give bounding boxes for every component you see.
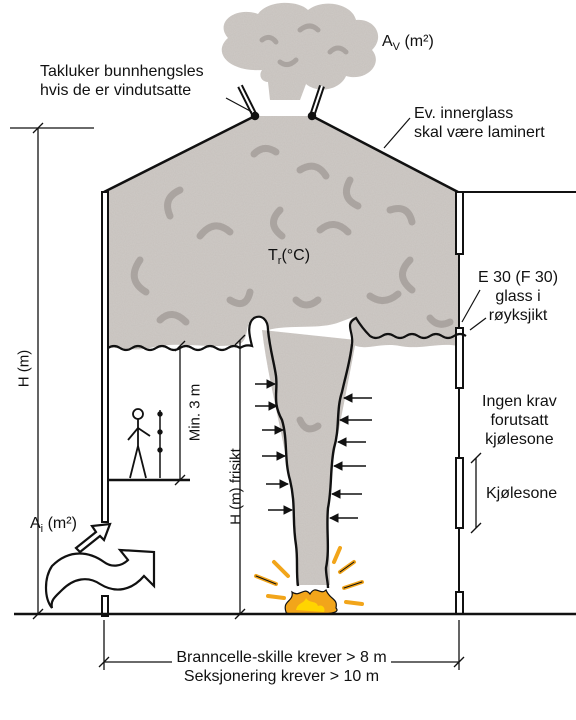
kjolesone-label: Kjølesone [486, 485, 558, 502]
av-symbol: A [382, 33, 393, 50]
h-frisikt-label: H (m) frisikt [227, 448, 245, 525]
takluker-line-1: Takluker bunnhengsles [40, 63, 204, 80]
tr-label: Tr(°C) [268, 246, 310, 271]
inflow-arrow [44, 548, 156, 609]
tr-subscript: r [277, 255, 282, 268]
ai-label: Ai (m²) [30, 514, 77, 539]
right-wall [455, 191, 576, 615]
tr-symbol: T [268, 247, 278, 264]
ingen-line-2: forutsatt [490, 412, 549, 429]
roof [103, 84, 459, 194]
dim-H-frisikt [234, 334, 246, 620]
dim-kjolesone [470, 452, 482, 534]
dim-H [10, 122, 94, 620]
seksjonering-text: Seksjonering krever > 10 m [183, 668, 380, 685]
innerglass-note: Ev. innerglass skal være laminert [414, 104, 545, 142]
e30-note: E 30 (F 30) glass i røyksjikt [478, 268, 558, 325]
person-figure [127, 408, 163, 479]
ai-unit: (m²) [47, 515, 77, 532]
takluker-note: Takluker bunnhengsles hvis de er vinduts… [40, 62, 204, 100]
av-subscript: V [392, 41, 401, 54]
ingen-line-1: Ingen krav [482, 393, 557, 410]
takluker-line-2: hvis de er vindutsatte [40, 82, 192, 99]
width-requirements: Branncelle-skille krever > 8 m Seksjoner… [104, 648, 459, 686]
ingen-krav-note: Ingen krav forutsatt kjølesone [482, 392, 557, 449]
left-wall [101, 191, 109, 617]
smoke-layer-boundary [107, 315, 270, 352]
branncelle-text: Branncelle-skille krever > 8 m [172, 648, 391, 667]
entrainment-arrows-left [255, 379, 293, 515]
plume-right-edge [324, 343, 354, 589]
dim-min3m [174, 340, 186, 486]
smoke-layer-boundary-right [348, 316, 467, 345]
inflow-arrow-small [74, 522, 112, 554]
e30-line-3: røyksjikt [488, 307, 548, 324]
innerglass-line-1: Ev. innerglass [414, 105, 514, 122]
tr-unit: (°C) [281, 247, 311, 264]
plume-left-edge [266, 329, 300, 587]
e30-line-1: E 30 (F 30) [478, 269, 559, 286]
innerglass-line-2: skal være laminert [414, 124, 545, 141]
leader-lines [225, 97, 487, 331]
smoke-layer [104, 116, 458, 585]
min3m-label: Min. 3 m [186, 383, 204, 442]
av-label: AV (m²) [382, 32, 434, 57]
ingen-line-3: kjølesone [485, 431, 554, 448]
h-label: H (m) [15, 349, 33, 388]
e30-line-2: glass i [495, 288, 541, 305]
fire [254, 546, 364, 615]
entrainment-arrows-right [329, 393, 372, 523]
smoke-cloud-top [221, 2, 379, 100]
ai-symbol: A [30, 515, 41, 532]
ai-subscript: i [40, 523, 44, 536]
av-unit: (m²) [404, 33, 434, 50]
